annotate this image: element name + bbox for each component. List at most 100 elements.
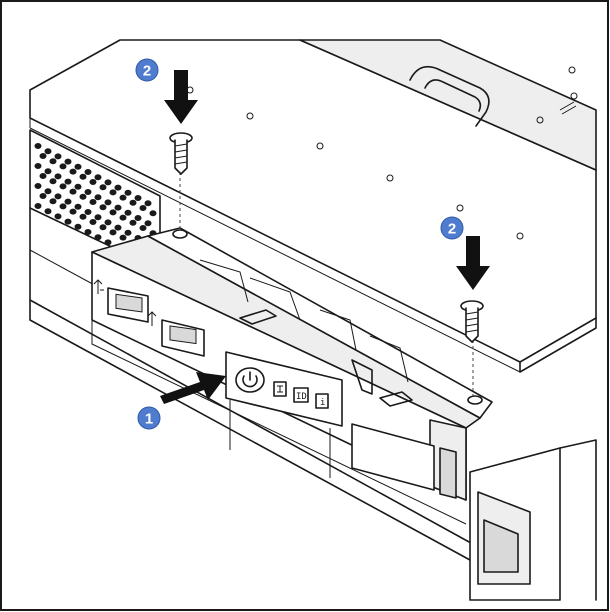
vent-hole: [49, 178, 57, 185]
vent-hole: [109, 209, 117, 216]
vent-hole: [104, 199, 112, 206]
vent-hole: [94, 214, 102, 221]
vent-hole: [119, 214, 127, 221]
step-number: 1: [145, 411, 153, 428]
vent-hole: [34, 143, 42, 149]
indicator-info: i: [315, 393, 329, 409]
vent-hole: [149, 210, 157, 217]
vent-hole: [64, 218, 72, 225]
usb-port-2: [161, 319, 205, 357]
screw-hole-right: [467, 395, 483, 405]
vent-hole: [54, 173, 62, 180]
screw-icon: [169, 132, 193, 175]
vent-hole: [99, 224, 107, 231]
power-icon: [242, 371, 258, 388]
vent-hole: [124, 209, 132, 216]
step-number: 2: [448, 221, 456, 238]
vent-hole: [69, 188, 77, 195]
vent-hole: [104, 239, 112, 246]
info-label: i: [320, 398, 325, 408]
vent-hole: [129, 199, 137, 206]
step-badge-1: 1: [137, 406, 161, 430]
vent-hole: [89, 219, 97, 225]
top-cover: [29, 39, 597, 373]
vent-hole: [89, 199, 97, 205]
vent-hole: [94, 194, 102, 201]
vent-hole: [69, 168, 77, 175]
vent-hole: [79, 193, 87, 200]
vent-hole: [34, 203, 42, 209]
vent-hole: [124, 229, 132, 236]
step-number: 2: [143, 63, 151, 80]
indicator-id: ID: [293, 387, 309, 403]
vent-hole: [44, 188, 52, 195]
indicator-network: [273, 381, 287, 397]
id-label: ID: [296, 392, 307, 402]
vent-hole: [79, 173, 87, 180]
vent-hole: [89, 179, 97, 185]
vent-hole: [94, 174, 102, 181]
vent-hole: [69, 208, 77, 215]
vent-hole: [79, 213, 87, 220]
usb-icon: [147, 311, 157, 326]
chassis-rail: [29, 207, 597, 601]
vent-hole: [84, 209, 92, 215]
vent-hole: [114, 204, 122, 211]
vent-hole: [44, 208, 52, 215]
vent-hole: [114, 184, 122, 191]
vent-hole: [144, 200, 152, 207]
vent-hole: [34, 183, 42, 189]
step-badge-2-right: 2: [440, 216, 464, 240]
vent-hole: [129, 219, 137, 226]
vent-hole: [84, 229, 92, 235]
vent-hole: [134, 195, 142, 201]
usb-icon: [93, 279, 104, 294]
screw-hole-left: [172, 229, 188, 239]
vent-hole: [74, 183, 82, 190]
vent-hole: [64, 178, 72, 185]
vent-hole: [104, 219, 112, 226]
vent-hole: [44, 148, 52, 155]
vent-hole: [99, 204, 107, 211]
power-button: [235, 367, 265, 393]
vent-hole: [109, 189, 117, 196]
vent-hole: [84, 189, 92, 195]
vent-hole: [119, 194, 127, 201]
step-badge-2-left: 2: [135, 58, 159, 82]
vent-hole: [99, 184, 107, 191]
vent-hole: [54, 193, 62, 200]
vent-hole: [139, 205, 147, 211]
vent-hole: [114, 224, 122, 231]
right-arrow-icon: [160, 372, 226, 404]
vent-hole: [124, 189, 132, 196]
vent-hole: [119, 234, 127, 241]
down-arrow-icon: [164, 70, 198, 124]
vent-hole: [134, 215, 142, 221]
vent-hole: [109, 229, 117, 236]
vent-hole: [49, 198, 57, 205]
vent-hole: [144, 220, 152, 227]
vent-hole: [84, 169, 92, 175]
vent-hole: [59, 163, 67, 170]
usb-port-1: [107, 287, 149, 323]
vent-hole: [59, 203, 67, 210]
vent-hole: [39, 193, 47, 199]
network-icon: [277, 385, 283, 393]
vent-hole: [74, 223, 82, 230]
vent-hole: [39, 153, 47, 159]
screw-icon: [460, 300, 484, 343]
vent-hole: [104, 179, 112, 186]
vent-hole: [54, 213, 62, 220]
vent-hole: [54, 153, 62, 160]
vent-hole: [74, 203, 82, 210]
front-panel-assembly: ID i: [91, 227, 493, 525]
vent-hole: [49, 158, 57, 165]
vent-hole: [74, 163, 82, 170]
vent-hole: [44, 168, 52, 175]
vent-hole: [64, 158, 72, 165]
vent-hole: [34, 163, 42, 169]
vent-hole: [59, 183, 67, 190]
vent-hole: [94, 234, 102, 241]
